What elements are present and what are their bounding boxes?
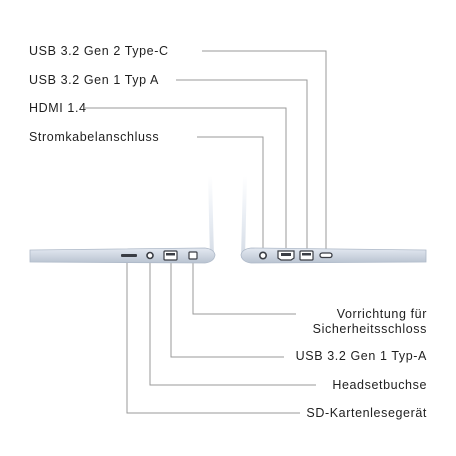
usb-a-port-right-inner [302, 253, 311, 256]
laptop-right-base [240, 247, 427, 264]
leader-hdmi [84, 107, 287, 256]
usb-a-port-left-inner [166, 253, 175, 256]
leader-usb-a-right [176, 79, 308, 256]
label-usb-c: USB 3.2 Gen 2 Type-C [29, 44, 169, 58]
security-slot [188, 251, 198, 260]
label-sd: SD-Kartenlesegerät [306, 406, 427, 420]
leader-power [197, 136, 264, 256]
label-usb-a-right: USB 3.2 Gen 1 Typ A [29, 73, 159, 87]
leader-sd [126, 262, 300, 414]
leader-usb-c [202, 50, 327, 256]
usb-c-port [319, 252, 333, 259]
label-usb-a-left: USB 3.2 Gen 1 Typ-A [295, 349, 427, 363]
label-security-line2: Sicherheitsschloss [312, 322, 427, 336]
label-security-line1: Vorrichtung für [336, 307, 427, 321]
hdmi-port-inner [281, 253, 291, 256]
bottom-leader-lines [126, 262, 316, 414]
laptop-right-side [240, 176, 427, 264]
top-leader-lines [84, 50, 327, 256]
label-hdmi: HDMI 1.4 [29, 101, 87, 115]
leader-usb-a-left [170, 262, 284, 358]
leader-headset [149, 262, 316, 386]
laptop-left-side [29, 176, 216, 264]
laptop-left-lid [208, 176, 214, 258]
sd-slot [121, 254, 137, 257]
headset-jack [146, 251, 154, 260]
laptop-right-lid [241, 176, 247, 258]
label-headset: Headsetbuchse [332, 378, 427, 392]
leader-security [192, 262, 296, 315]
label-power: Stromkabelanschluss [29, 130, 160, 144]
power-port [258, 251, 267, 260]
